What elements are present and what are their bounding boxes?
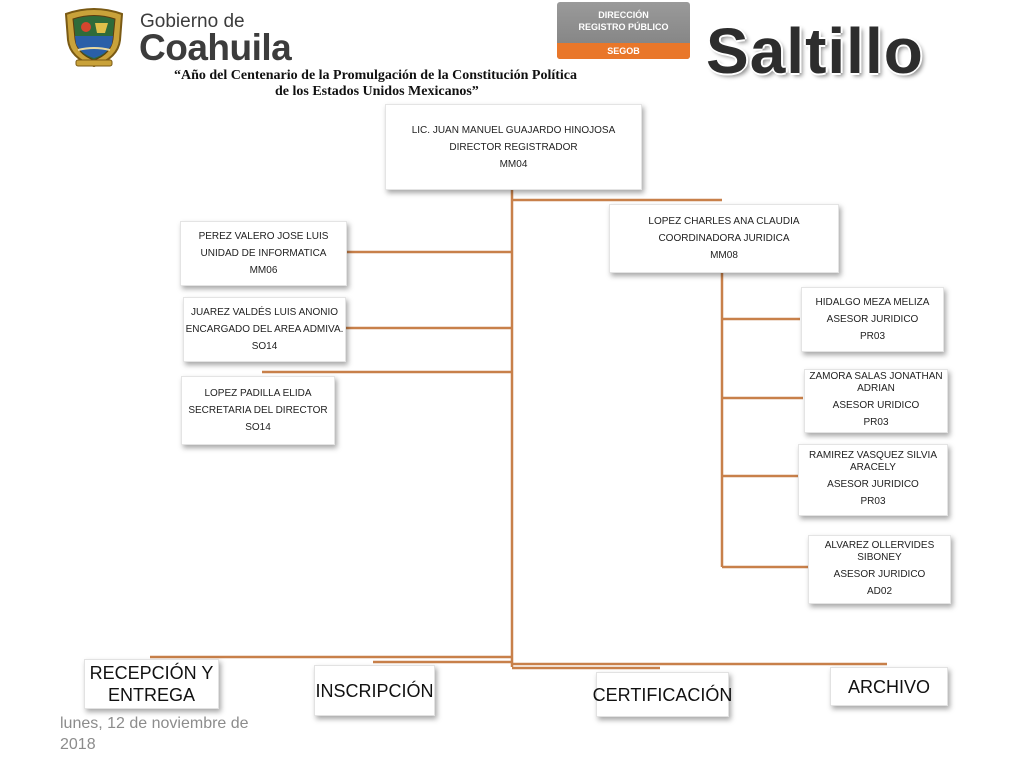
org-box-coordinadora: LOPEZ CHARLES ANA CLAUDIA COORDINADORA J… [609,204,839,273]
informatica-code: MM06 [249,265,278,276]
badge-line-registro: REGISTRO PÚBLICO [578,22,669,32]
director-name: LIC. JUAN MANUEL GUAJARDO HINOJOSA [411,124,616,136]
badge-accent-band [557,43,690,59]
motto-line-2: de los Estados Unidos Mexicanos” [275,84,479,99]
coahuila-coat-of-arms-icon [62,6,126,68]
badge-line-direccion: DIRECCIÓN [598,10,649,20]
org-box-asesor-1: HIDALGO MEZA MELIZA ASESOR JURIDICO PR03 [801,287,944,352]
dept-archivo: ARCHIVO [830,667,948,706]
registro-publico-badge: DIRECCIÓN REGISTRO PÚBLICO SEGOB [557,2,690,59]
asesor-3-code: PR03 [860,496,886,507]
dept-inscripcion: INSCRIPCIÓN [314,665,435,716]
motto-line-1: “Año del Centenario de la Promulgación d… [174,68,578,83]
secretaria-name: LOPEZ PADILLA ELIDA [204,388,312,399]
org-box-secretaria: LOPEZ PADILLA ELIDA SECRETARIA DEL DIREC… [181,376,335,445]
government-subtitle: Gobierno de [140,11,245,32]
org-box-informatica: PEREZ VALERO JOSE LUIS UNIDAD DE INFORMA… [180,221,347,286]
asesor-1-role: ASESOR JURIDICO [826,314,919,325]
asesor-4-code: AD02 [866,585,892,597]
badge-line-segob: SEGOB [607,46,640,56]
dept-certificacion: CERTIFICACIÓN [593,672,732,717]
coordinadora-code: MM08 [710,250,738,261]
asesor-3-name: RAMIREZ VASQUEZ SILVIA ARACELY [809,450,937,473]
asesor-2-code: PR03 [863,417,889,428]
coordinadora-name: LOPEZ CHARLES ANA CLAUDIA [648,216,800,227]
org-box-admin: JUAREZ VALDÉS LUIS ANONIO ENCARGADO DEL … [183,297,346,362]
asesor-2-name: ZAMORA SALAS JONATHAN ADRIAN [809,371,943,394]
org-box-director: LIC. JUAN MANUEL GUAJARDO HINOJOSA DIREC… [385,104,642,190]
admin-role: ENCARGADO DEL AREA ADMIVA. [185,324,344,335]
org-box-asesor-4: ALVAREZ OLLERVIDES SIBONEY ASESOR JURIDI… [808,535,951,604]
asesor-1-code: PR03 [859,331,885,342]
informatica-name: PEREZ VALERO JOSE LUIS [198,231,329,242]
asesor-1-name: HIDALGO MEZA MELIZA [815,297,930,308]
asesor-4-name: ALVAREZ OLLERVIDES SIBONEY [824,539,935,563]
asesor-4-role: ASESOR JURIDICO [833,568,926,580]
coordinadora-role: COORDINADORA JURIDICA [658,233,790,244]
admin-code: SO14 [251,341,278,352]
dept-recepcion-entrega: RECEPCIÓN Y ENTREGA [84,659,219,709]
director-code: MM04 [499,158,528,170]
asesor-3-role: ASESOR JURIDICO [827,479,919,490]
asesor-2-role: ASESOR URIDICO [832,400,920,411]
org-box-asesor-2: ZAMORA SALAS JONATHAN ADRIAN ASESOR URID… [804,369,948,433]
informatica-role: UNIDAD DE INFORMATICA [200,248,327,259]
city-title: Saltillo [706,15,924,87]
secretaria-code: SO14 [245,422,271,433]
director-role: DIRECTOR REGISTRADOR [449,141,578,153]
secretaria-role: SECRETARIA DEL DIRECTOR [188,405,328,416]
slide-date: lunes, 12 de noviembre de 2018 [60,715,249,753]
org-box-asesor-3: RAMIREZ VASQUEZ SILVIA ARACELY ASESOR JU… [798,444,948,516]
admin-name: JUAREZ VALDÉS LUIS ANONIO [190,307,339,318]
government-title: Coahuila [139,27,292,68]
